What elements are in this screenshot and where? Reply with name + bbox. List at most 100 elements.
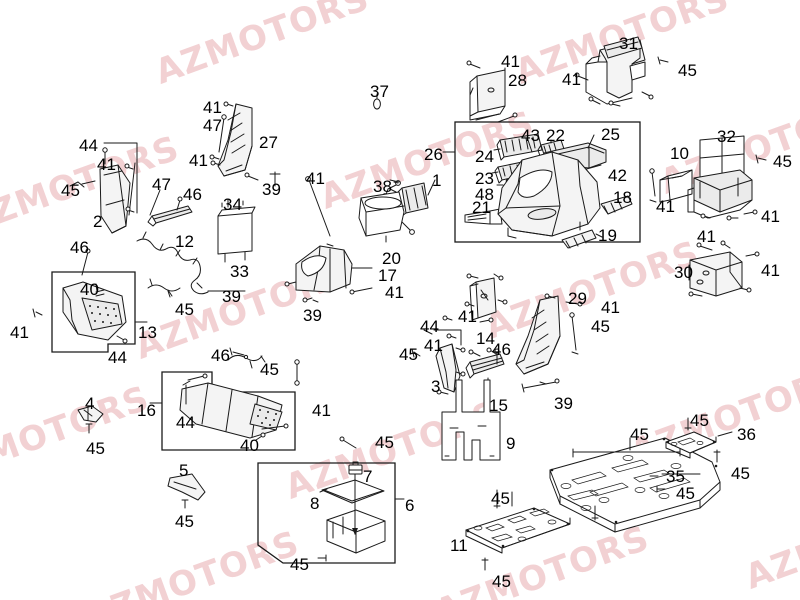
part-callout-4[interactable]: 4 <box>85 394 95 413</box>
part-callout-9[interactable]: 9 <box>506 434 516 453</box>
part-callout-19[interactable]: 19 <box>598 226 617 245</box>
part-callout-41[interactable]: 41 <box>501 52 520 71</box>
part-callout-3[interactable]: 3 <box>431 377 441 396</box>
part-callout-24[interactable]: 24 <box>475 147 494 166</box>
part-callout-38[interactable]: 38 <box>373 177 392 196</box>
part-callout-44[interactable]: 44 <box>176 413 195 432</box>
part-callout-34[interactable]: 34 <box>223 195 242 214</box>
leader-19 <box>595 233 603 238</box>
part-callout-35[interactable]: 35 <box>666 467 685 486</box>
part-callout-47[interactable]: 47 <box>203 116 222 135</box>
part-callout-32[interactable]: 32 <box>717 127 736 146</box>
part-callout-36[interactable]: 36 <box>737 425 756 444</box>
part-callout-45[interactable]: 45 <box>175 300 194 319</box>
part-callout-45[interactable]: 45 <box>61 181 80 200</box>
part-callout-33[interactable]: 33 <box>230 262 249 281</box>
part-callout-31[interactable]: 31 <box>619 34 638 53</box>
part-callout-41[interactable]: 41 <box>203 98 222 117</box>
part-callout-39[interactable]: 39 <box>262 180 281 199</box>
part-callout-30[interactable]: 30 <box>674 263 693 282</box>
part-callout-41[interactable]: 41 <box>761 207 780 226</box>
part-callout-43[interactable]: 43 <box>521 126 540 145</box>
part-callout-27[interactable]: 27 <box>259 133 278 152</box>
leader-23 <box>491 171 499 174</box>
part-callout-12[interactable]: 12 <box>175 232 194 251</box>
part-19-trim <box>561 229 597 249</box>
part-callout-41[interactable]: 41 <box>562 70 581 89</box>
part-callout-39[interactable]: 39 <box>554 394 573 413</box>
part-callout-29[interactable]: 29 <box>568 289 587 308</box>
part-callout-23[interactable]: 23 <box>475 169 494 188</box>
part-callout-26[interactable]: 26 <box>424 145 443 164</box>
part-callout-46[interactable]: 46 <box>211 346 230 365</box>
part-callout-41[interactable]: 41 <box>697 227 716 246</box>
part-callout-8[interactable]: 8 <box>310 494 320 513</box>
part-callout-45[interactable]: 45 <box>690 411 709 430</box>
part-callout-45[interactable]: 45 <box>676 484 695 503</box>
part-callout-41[interactable]: 41 <box>424 336 443 355</box>
part-callout-41[interactable]: 41 <box>10 323 29 342</box>
fastener-group-14 <box>464 273 508 323</box>
part-callout-45[interactable]: 45 <box>290 555 309 574</box>
part-callout-44[interactable]: 44 <box>108 348 127 367</box>
part-callout-1[interactable]: 1 <box>432 171 442 190</box>
part-callout-41[interactable]: 41 <box>306 169 325 188</box>
part-callout-14[interactable]: 14 <box>476 329 495 348</box>
part-callout-28[interactable]: 28 <box>508 71 527 90</box>
part-1-connector <box>397 182 429 217</box>
part-callout-41[interactable]: 41 <box>601 298 620 317</box>
part-callout-11[interactable]: 11 <box>450 536 468 555</box>
dim-45-part11 <box>481 489 513 571</box>
part-callout-48[interactable]: 48 <box>475 185 494 204</box>
part-callout-17[interactable]: 17 <box>378 266 397 285</box>
part-callout-16[interactable]: 16 <box>137 401 156 420</box>
part-callout-45[interactable]: 45 <box>773 152 792 171</box>
part-callout-45[interactable]: 45 <box>260 360 279 379</box>
fastener-45-mid-right <box>411 348 421 358</box>
part-callout-45[interactable]: 45 <box>375 433 394 452</box>
part-callout-45[interactable]: 45 <box>731 464 750 483</box>
part-callout-40[interactable]: 40 <box>240 436 259 455</box>
part-callout-18[interactable]: 18 <box>613 188 632 207</box>
part-callout-40[interactable]: 40 <box>80 280 99 299</box>
part-callout-45[interactable]: 45 <box>492 572 511 591</box>
part-callout-25[interactable]: 25 <box>601 125 620 144</box>
part-callout-13[interactable]: 13 <box>138 323 157 342</box>
fastener-group-3 <box>423 329 466 395</box>
part-callout-47[interactable]: 47 <box>152 175 171 194</box>
part-callout-45[interactable]: 45 <box>630 425 649 444</box>
part-callout-37[interactable]: 37 <box>370 82 389 101</box>
part-callout-20[interactable]: 20 <box>382 249 401 268</box>
part-callout-44[interactable]: 44 <box>79 136 98 155</box>
part-callout-5[interactable]: 5 <box>179 461 189 480</box>
part-callout-41[interactable]: 41 <box>761 261 780 280</box>
part-callout-45[interactable]: 45 <box>175 512 194 531</box>
part-callout-15[interactable]: 15 <box>489 396 508 415</box>
leader-46-12 <box>176 199 181 211</box>
part-callout-22[interactable]: 22 <box>546 126 565 145</box>
part-callout-46[interactable]: 46 <box>492 340 511 359</box>
part-callout-41[interactable]: 41 <box>385 283 404 302</box>
part-callout-45[interactable]: 45 <box>591 317 610 336</box>
part-callout-2[interactable]: 2 <box>93 212 103 231</box>
part-callout-6[interactable]: 6 <box>405 496 415 515</box>
part-callout-45[interactable]: 45 <box>399 345 418 364</box>
part-21-handle <box>464 208 503 225</box>
part-callout-21[interactable]: 21 <box>472 198 491 217</box>
part-callout-39[interactable]: 39 <box>222 287 241 306</box>
part-callout-39[interactable]: 39 <box>303 306 322 325</box>
part-callout-46[interactable]: 46 <box>70 238 89 257</box>
part-callout-41[interactable]: 41 <box>458 307 477 326</box>
part-callout-41[interactable]: 41 <box>97 155 116 174</box>
part-callout-41[interactable]: 41 <box>312 401 331 420</box>
part-callout-45[interactable]: 45 <box>491 489 510 508</box>
part-callout-42[interactable]: 42 <box>608 166 627 185</box>
part-callout-46[interactable]: 46 <box>183 185 202 204</box>
part-callout-44[interactable]: 44 <box>420 317 439 336</box>
part-callout-7[interactable]: 7 <box>363 467 373 486</box>
part-callout-41[interactable]: 41 <box>656 197 675 216</box>
part-callout-41[interactable]: 41 <box>189 151 208 170</box>
part-callout-45[interactable]: 45 <box>86 439 105 458</box>
part-callout-10[interactable]: 10 <box>670 144 689 163</box>
part-callout-45[interactable]: 45 <box>678 61 697 80</box>
